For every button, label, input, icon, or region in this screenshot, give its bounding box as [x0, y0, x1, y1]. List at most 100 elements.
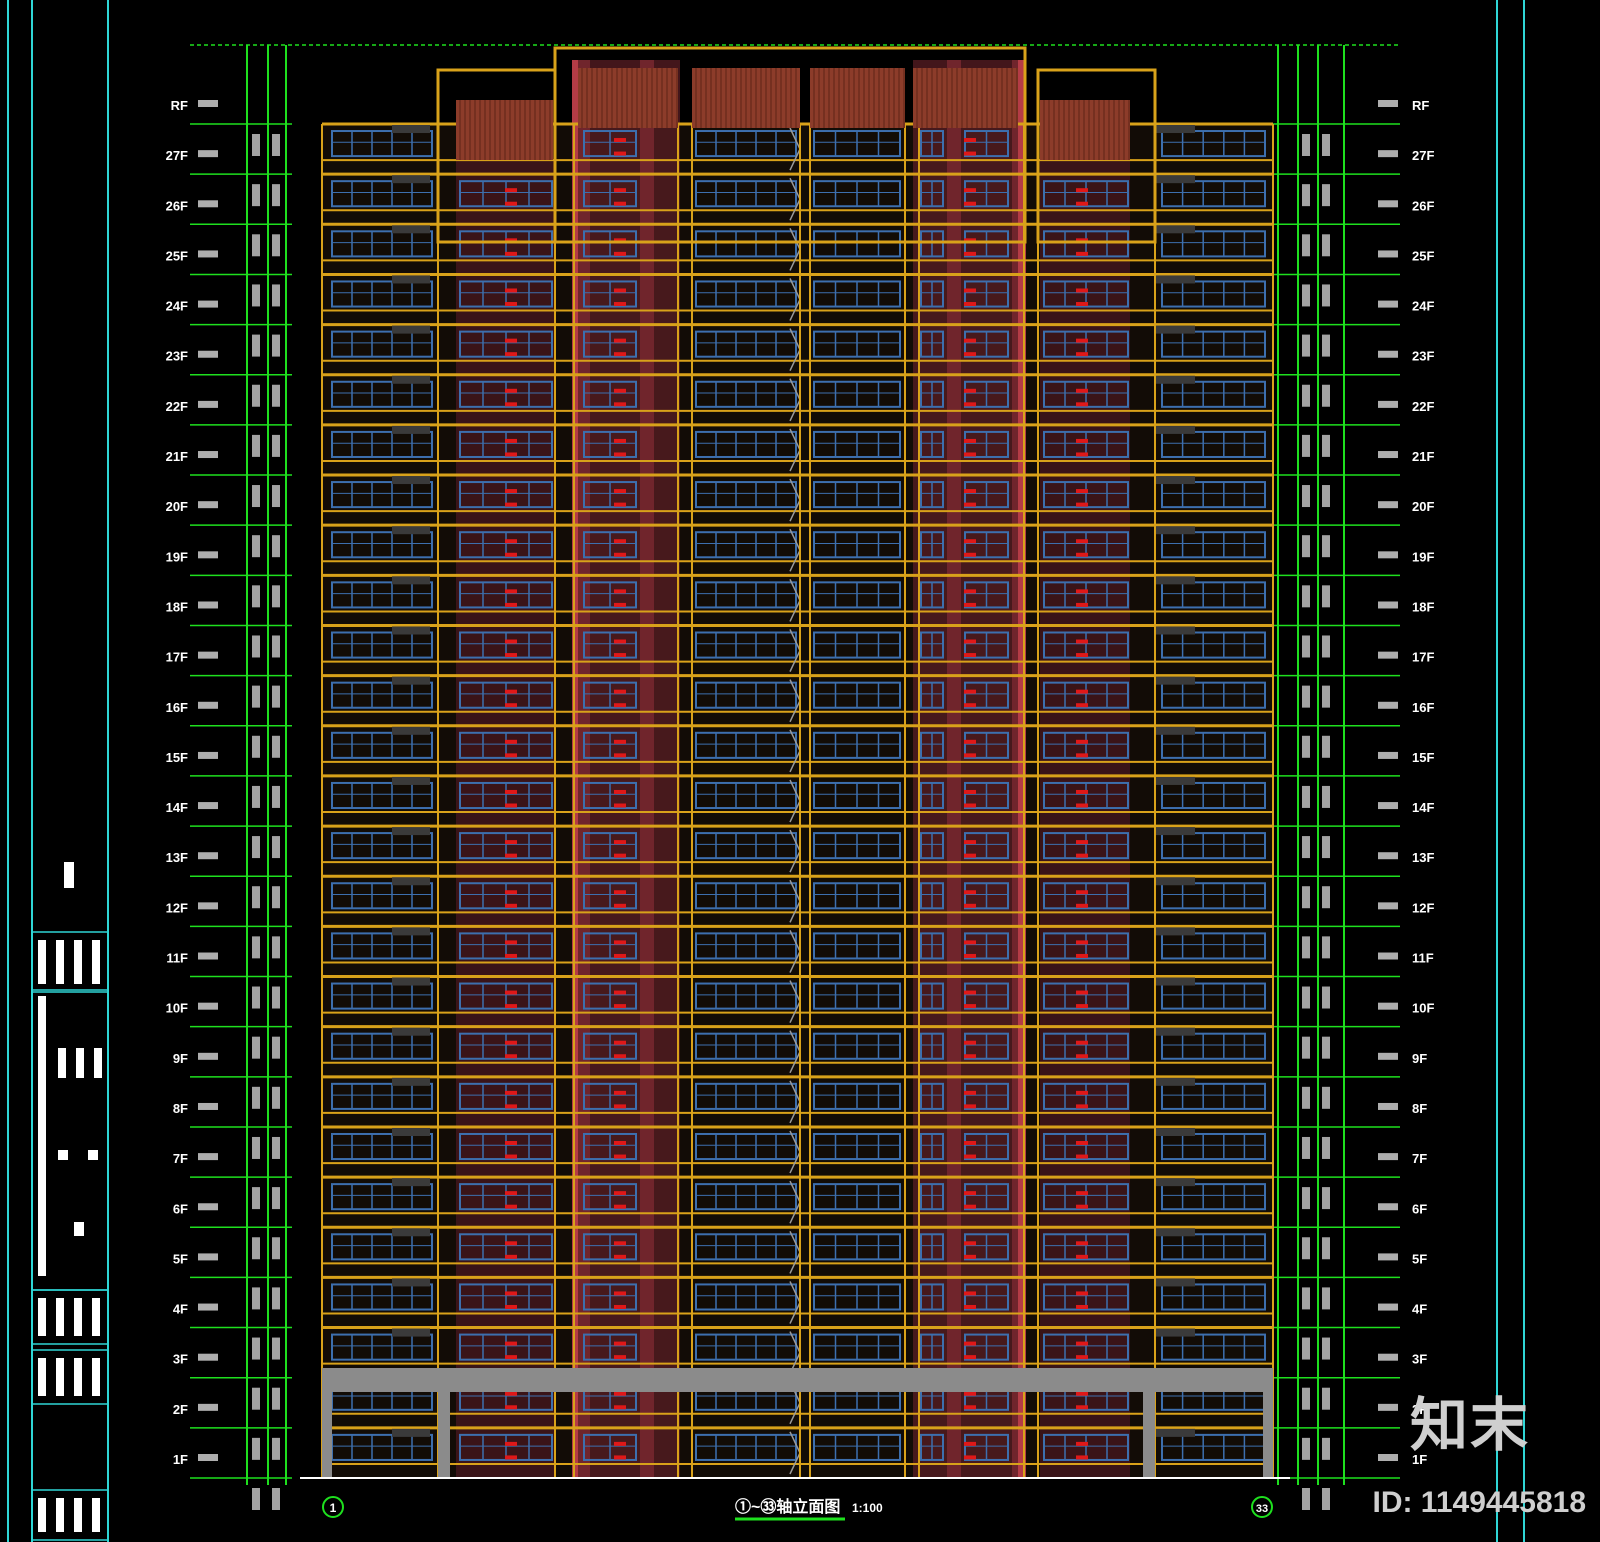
core-marker [614, 288, 626, 293]
floor-label-right: 11F [1412, 951, 1434, 966]
title-block-text-mark [38, 1298, 46, 1336]
core-marker [1076, 840, 1088, 845]
core-marker [505, 1355, 517, 1360]
window [331, 180, 433, 208]
dimension-text-mark [272, 384, 280, 407]
core-marker [1076, 1141, 1088, 1146]
core-marker [964, 138, 976, 143]
window [1161, 180, 1266, 208]
core-marker [964, 990, 976, 995]
core-marker [1076, 338, 1088, 343]
dimension-text-mark [1302, 735, 1310, 758]
window [331, 1132, 433, 1161]
dimension-text-mark [252, 1387, 260, 1410]
elevation-mark [1378, 300, 1398, 308]
core-marker [505, 1391, 517, 1396]
core-marker [614, 438, 626, 443]
core-marker [1076, 1254, 1088, 1259]
ac-unit [1155, 1328, 1195, 1337]
window [331, 1333, 433, 1361]
dimension-text-mark [1302, 1437, 1310, 1460]
core-marker [614, 502, 626, 507]
core-marker [614, 602, 626, 607]
dimension-text-mark [1302, 1187, 1310, 1210]
ac-unit [1155, 175, 1195, 184]
elevation-mark [1378, 651, 1398, 659]
dimension-text-mark [1322, 585, 1330, 608]
window [1161, 982, 1266, 1010]
core-marker [614, 1355, 626, 1360]
core-marker [964, 1104, 976, 1109]
dimension-text-mark [1322, 1086, 1330, 1109]
core-marker [964, 288, 976, 293]
core-marker [505, 940, 517, 945]
drawing-id-watermark: ID: 1149445818 [1372, 1486, 1586, 1519]
dimension-text-mark [1322, 1287, 1330, 1310]
core-marker [505, 840, 517, 845]
elevation-mark [198, 400, 218, 408]
core-marker [964, 452, 976, 457]
core-marker [505, 1040, 517, 1045]
title-block-text-mark [58, 1150, 68, 1160]
dimension-text-mark [1302, 334, 1310, 357]
core-marker [1076, 890, 1088, 895]
ac-unit [1155, 1027, 1195, 1036]
dimension-text-mark [1322, 1237, 1330, 1260]
core-marker [964, 840, 976, 845]
dimension-text-mark [1302, 886, 1310, 909]
title-block-text-mark [74, 1222, 84, 1236]
core-marker [505, 853, 517, 858]
core-marker [505, 1341, 517, 1346]
dimension-text-mark [1302, 134, 1310, 156]
core-marker [505, 251, 517, 256]
floor-band [322, 1225, 1273, 1274]
core-marker [1076, 288, 1088, 293]
dimension-text-mark [272, 886, 280, 909]
dimension-text-mark [1302, 234, 1310, 257]
core-marker [964, 502, 976, 507]
core-marker [614, 890, 626, 895]
dimension-text-mark [1302, 1287, 1310, 1310]
core-marker [614, 1141, 626, 1146]
elevation-mark [1378, 751, 1398, 759]
core-marker [1076, 502, 1088, 507]
core-marker [1076, 789, 1088, 794]
dimension-text-mark [272, 936, 280, 959]
ac-unit [1155, 1127, 1195, 1136]
window [1161, 1183, 1266, 1211]
elevation-mark [198, 1353, 218, 1361]
floor-label-left: 10F [166, 1001, 188, 1016]
core-marker [964, 188, 976, 193]
window [695, 581, 797, 609]
floor-label-right: 6F [1412, 1201, 1427, 1216]
floor-label-right: 18F [1412, 599, 1434, 614]
floor-label-right: 15F [1412, 750, 1434, 765]
ac-unit [392, 1127, 430, 1136]
elevation-mark [1378, 1052, 1398, 1060]
ac-unit [392, 325, 430, 334]
core-marker [1076, 903, 1088, 908]
dimension-text-mark [1322, 234, 1330, 257]
elevation-mark [1378, 1153, 1398, 1161]
core-marker [505, 1291, 517, 1296]
elevation-mark [198, 150, 218, 158]
core-marker [614, 1241, 626, 1246]
core-marker [505, 489, 517, 494]
title-block-text-mark [88, 1150, 98, 1160]
title-block-cell [31, 1349, 109, 1405]
core-marker [614, 302, 626, 307]
drawing-title-group: ①~㉝轴立面图 1:100 [735, 1497, 883, 1521]
core-marker [505, 1241, 517, 1246]
elevation-mark [1378, 1253, 1398, 1261]
title-block-text-mark [56, 940, 64, 984]
floor-label-right: 24F [1412, 299, 1434, 314]
floor-band [322, 724, 1273, 773]
floor-label-left: 5F [173, 1251, 188, 1266]
ac-unit [392, 125, 430, 134]
core-marker [1076, 639, 1088, 644]
dimension-text-mark [252, 1237, 260, 1260]
dimension-text-mark [272, 485, 280, 508]
core-marker [614, 739, 626, 744]
core-marker [1076, 1304, 1088, 1309]
brand-watermark: 知末 [1409, 1393, 1530, 1458]
